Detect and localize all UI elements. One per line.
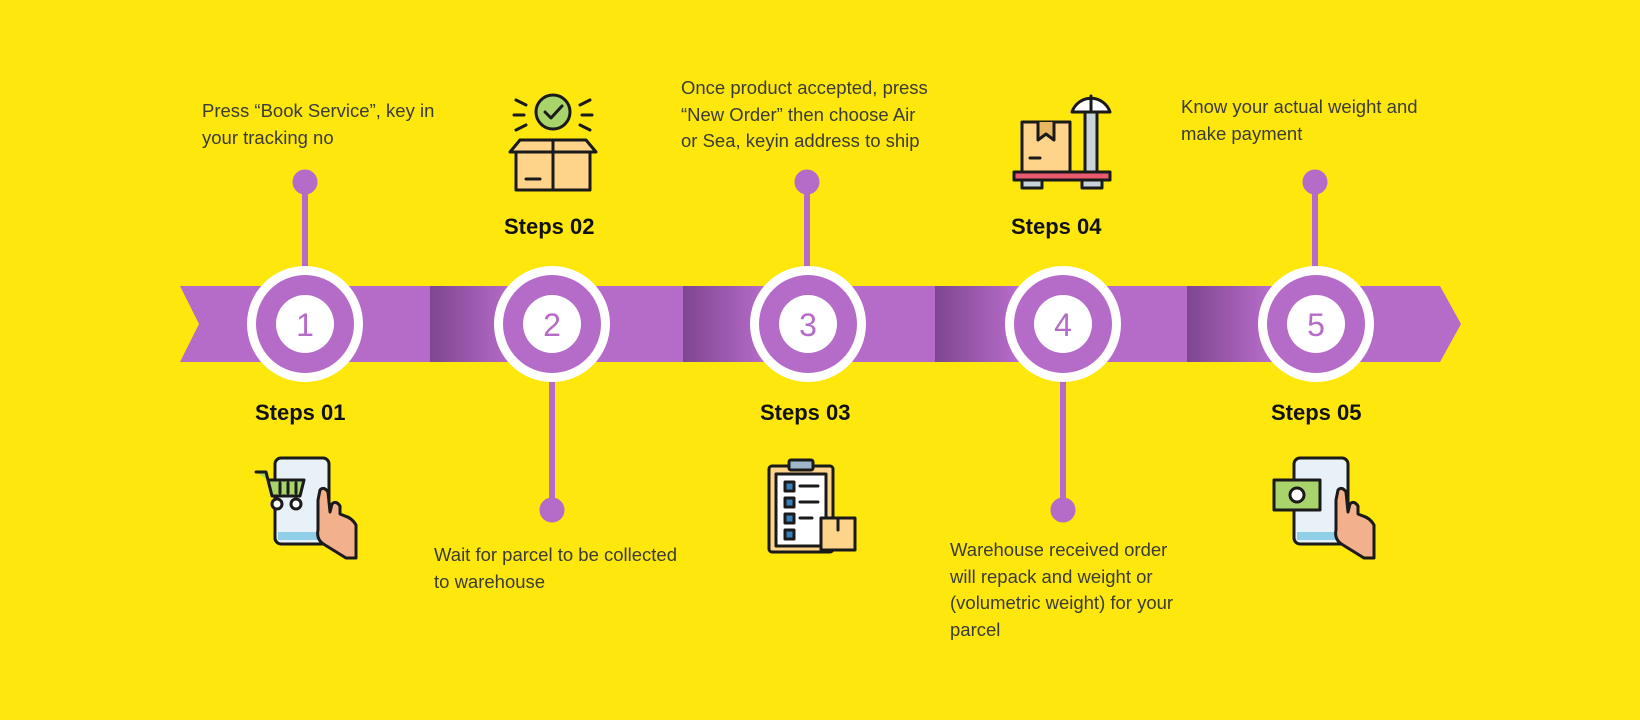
step-circle: 5 [1258, 266, 1374, 382]
step-title: Steps 04 [1011, 214, 1102, 239]
phone-payment-icon [1272, 456, 1376, 560]
phone-shopping-cart-icon [254, 456, 358, 560]
clipboard-checklist-icon [767, 458, 857, 554]
step-description: Once product accepted, press “New Order”… [681, 77, 928, 151]
connector-dot [292, 169, 318, 195]
step-number: 3 [799, 307, 817, 343]
connector-dot [794, 169, 820, 195]
ribbon-fold-shade [935, 286, 1015, 362]
connector-dot [1302, 169, 1328, 195]
step-circle: 1 [247, 266, 363, 382]
step-circle: 4 [1005, 266, 1121, 382]
step-title: Steps 02 [504, 214, 595, 239]
step-number: 1 [296, 307, 314, 343]
step-description: Press “Book Service”, key in your tracki… [202, 100, 435, 148]
connector-dot [539, 497, 565, 523]
step-description: Warehouse received order will repack and… [950, 539, 1174, 640]
step-title: Steps 05 [1271, 400, 1362, 425]
step-circle: 2 [494, 266, 610, 382]
step-title: Steps 03 [760, 400, 851, 425]
step-number: 5 [1307, 307, 1325, 343]
ribbon-fold-shade [683, 286, 763, 362]
package-checkmark-icon [508, 93, 598, 192]
step-circle: 3 [750, 266, 866, 382]
step-description: Wait for parcel to be collected to wareh… [434, 544, 678, 592]
weighing-scale-icon [1012, 94, 1112, 190]
step-number: 2 [543, 307, 561, 343]
step-description: Know your actual weight and make payment [1181, 96, 1418, 144]
step-title: Steps 01 [255, 400, 346, 425]
ribbon-fold-shade [1187, 286, 1267, 362]
connector-dot [1050, 497, 1076, 523]
step-number: 4 [1054, 307, 1072, 343]
